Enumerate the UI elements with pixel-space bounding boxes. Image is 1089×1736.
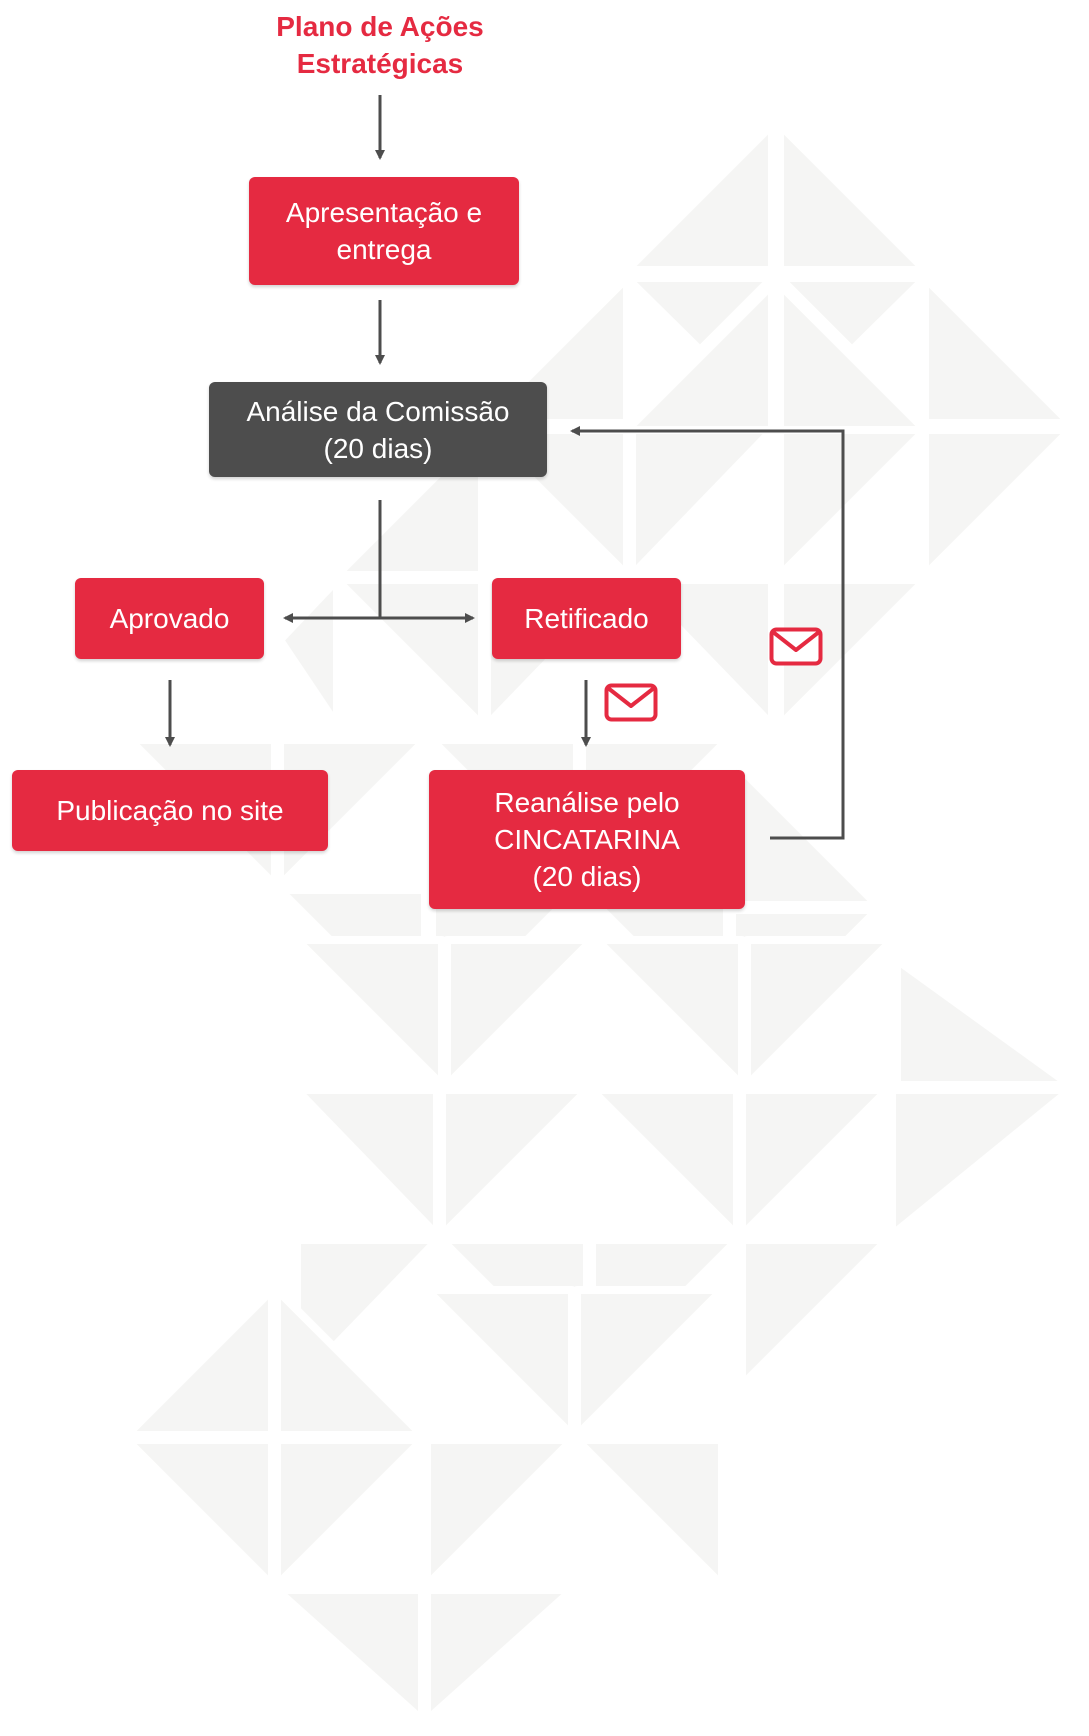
step-publicacao-site: Publicação no site: [12, 770, 328, 851]
step-reanalise-cincatarina: Reanálise pelo CINCATARINA (20 dias): [429, 770, 745, 909]
step-reanalise-line-1: Reanálise pelo: [494, 787, 680, 818]
step-reanalise-line-2: CINCATARINA: [494, 824, 680, 855]
step-retificado: Retificado: [492, 578, 681, 659]
arrow-reanalise-feedback-to-analise: [570, 426, 845, 840]
envelope-icon: [769, 627, 823, 666]
step-analise-line-1: Análise da Comissão: [246, 395, 510, 427]
step-aprovado: Aprovado: [75, 578, 264, 659]
step-apresentacao-entrega: Apresentação e entrega: [249, 177, 519, 285]
step-reanalise-line-3: (20 dias): [532, 861, 642, 892]
step-publicacao-label: Publicação no site: [56, 795, 284, 826]
step-aprovado-label: Aprovado: [109, 603, 230, 634]
title-line-1: Plano de Ações: [276, 11, 484, 42]
step-apresentacao-line-2: entrega: [336, 234, 432, 265]
diagram-title: Plano de Ações Estratégicas: [180, 8, 580, 82]
title-line-2: Estratégicas: [296, 48, 464, 79]
step-analise-line-2: (20 dias): [323, 432, 433, 464]
envelope-icon: [604, 683, 658, 722]
step-analise-comissao: Análise da Comissão (20 dias): [209, 382, 547, 477]
step-retificado-label: Retificado: [524, 603, 649, 634]
step-apresentacao-line-1: Apresentação e: [285, 197, 483, 228]
